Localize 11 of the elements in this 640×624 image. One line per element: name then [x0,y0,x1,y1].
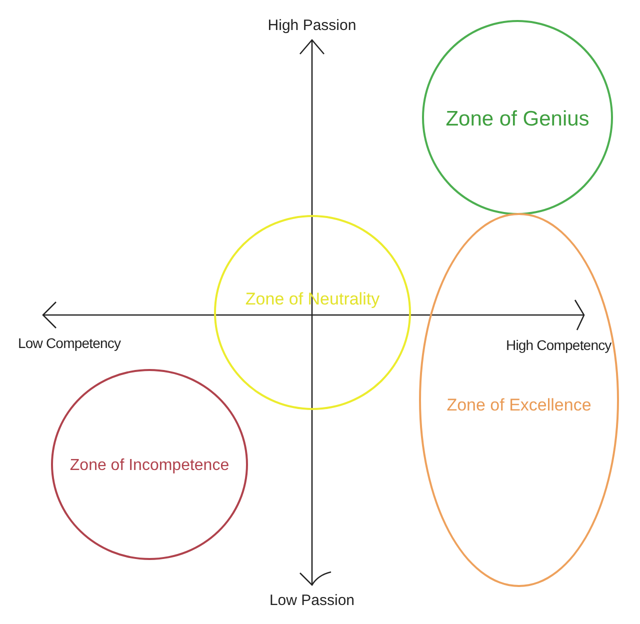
axis-label: High Passion [268,16,356,36]
zone-label: Zone of Genius [446,106,590,132]
zone-label: Zone of Incompetence [70,456,230,476]
zone-circle [214,215,411,410]
axis-label: Low Passion [269,591,355,611]
zone-circle [51,369,248,560]
zone-label: Zone of Excellence [446,394,592,416]
zone-circle [422,20,613,215]
zone-ellipse [419,213,619,587]
axis-label: High Competency [506,336,612,355]
axis-label: Low Competency [18,334,121,353]
